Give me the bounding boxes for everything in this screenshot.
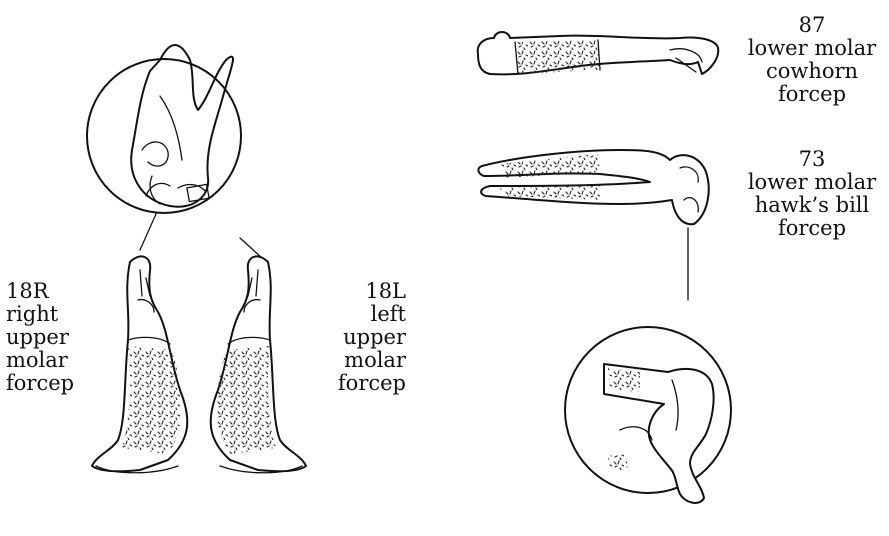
label-87-lower-molar-cowhorn-forcep: 87 lower molar cowhorn forcep — [738, 14, 886, 106]
forcep-18l-drawing — [211, 256, 306, 472]
label-18r-right-upper-molar-forcep: 18R right upper molar forcep — [6, 280, 74, 395]
forcep-87-drawing — [478, 32, 719, 74]
forcep-73-drawing — [478, 150, 708, 224]
label-18l-left-upper-molar-forcep: 18L left upper molar forcep — [300, 280, 406, 395]
upper-molar-detail-circle — [87, 45, 241, 213]
leader-line-18r — [140, 214, 156, 250]
leader-line-18l — [240, 238, 262, 258]
label-73-lower-molar-hawks-bill-forcep: 73 lower molar hawk’s bill forcep — [738, 148, 886, 240]
hawks-bill-detail-circle — [565, 327, 731, 503]
forcep-18r-drawing — [92, 256, 187, 472]
